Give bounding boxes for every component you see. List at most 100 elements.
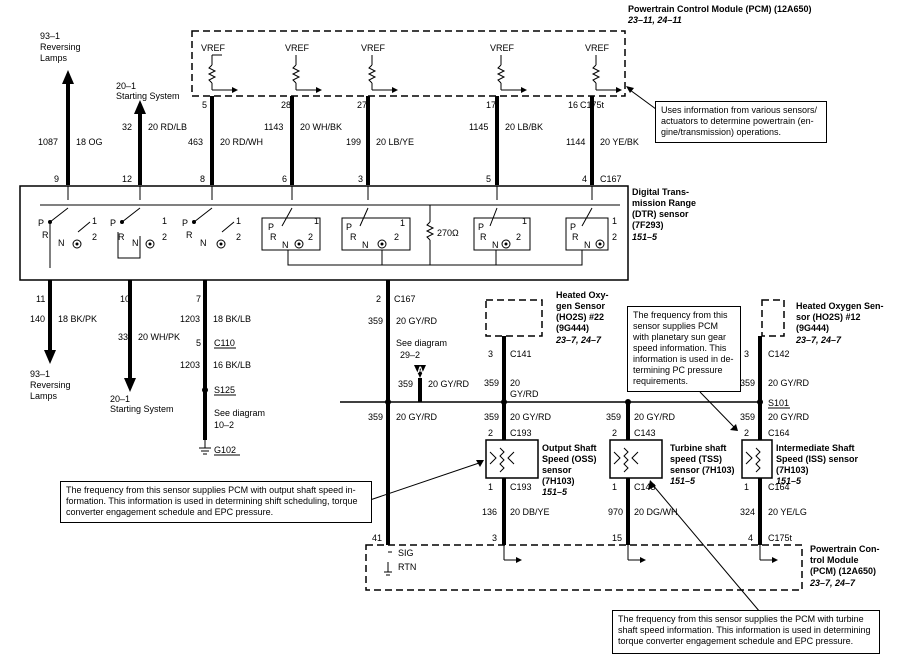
switch-r: R — [270, 232, 277, 242]
wire-color: 20 GY/RD — [428, 379, 470, 389]
wire-circuit: 1203 — [180, 360, 200, 370]
switch-r: R — [118, 232, 125, 242]
wire-color: 20 RD/LB — [148, 122, 187, 132]
dtr-switch-7: P R N 1 2 — [565, 207, 617, 251]
resistor-value: 270Ω — [437, 228, 459, 238]
wire-circuit: 359 — [368, 412, 383, 422]
pcm-bot-line3: (PCM) (12A650) — [810, 566, 876, 576]
switch-r: R — [572, 232, 579, 242]
switch-r: R — [186, 230, 193, 240]
iss-pin-bot: 1 — [744, 482, 749, 492]
wire-circuit: 1145 — [469, 122, 488, 132]
pcm-top-box — [191, 30, 626, 97]
switch-2: 2 — [308, 232, 313, 242]
wire-color: 20 YE/LG — [768, 507, 807, 517]
switch-p: P — [110, 218, 116, 228]
arrow-down-icon — [124, 378, 136, 392]
wire-circuit: 199 — [346, 137, 361, 147]
wire-color: 16 BK/LB — [213, 360, 251, 370]
pcm-pin: 5 — [202, 100, 207, 110]
pcm-top-ref: 23–11, 24–11 — [627, 15, 682, 25]
ho2s22-box — [485, 299, 543, 337]
dest-starting-bot-num: 20–1 — [110, 394, 130, 404]
switch-p: P — [38, 218, 44, 228]
wire-circuit: 359 — [398, 379, 413, 389]
oss-line4: (7H103) — [542, 476, 575, 486]
tss-conn-bot: C143 — [634, 482, 656, 492]
dtr-bottom-connector: C167 — [394, 294, 416, 304]
wire-circuit: 32 — [122, 122, 132, 132]
oss-pin-bot: 1 — [488, 482, 493, 492]
pcm-return-oss — [503, 545, 522, 563]
pcm-return-iss — [759, 545, 778, 563]
wire-circuit: 359 — [368, 316, 383, 326]
wire-circuit: 1144 — [566, 137, 585, 147]
wire-color: 18 BK/PK — [58, 314, 97, 324]
switch-n: N — [58, 238, 65, 248]
ho2s22-line2: gen Sensor — [556, 301, 606, 311]
arrow-up-icon — [62, 70, 74, 84]
wire-color: 20 LB/YE — [376, 137, 414, 147]
wire-color: 20 — [510, 378, 520, 388]
switch-2: 2 — [516, 232, 521, 242]
switch-1: 1 — [612, 216, 617, 226]
dest-starting-bot-label: Starting System — [110, 404, 174, 414]
tss-pin-bot: 1 — [612, 482, 617, 492]
wire-circuit: 359 — [484, 378, 499, 388]
dtr-bottom-pin: 11 — [36, 294, 45, 304]
wire-color: 20 WH/BK — [300, 122, 342, 132]
wire-color: 20 GY/RD — [634, 412, 676, 422]
vref-group-27: VREF — [361, 43, 398, 93]
wire-circuit: 359 — [740, 412, 755, 422]
wire-circuit: 136 — [482, 507, 497, 517]
dtr-pin: 3 — [358, 174, 363, 184]
vref-group-17: VREF — [490, 43, 527, 93]
switch-1: 1 — [162, 216, 167, 226]
wire-color: 20 GY/RD — [768, 378, 810, 388]
wire-circuit: 33 — [118, 332, 128, 342]
ho2s12-box — [761, 299, 785, 337]
switch-2: 2 — [394, 232, 399, 242]
dtr-switch-6: P R N 1 2 — [473, 207, 531, 251]
switch-r: R — [350, 232, 357, 242]
dtr-pin: 9 — [54, 174, 59, 184]
pcm-pin: 3 — [492, 533, 497, 543]
pcm-bottom-box — [365, 544, 803, 591]
wire-circuit: 359 — [606, 412, 621, 422]
switch-2: 2 — [162, 232, 167, 242]
iss-line3: (7H103) — [776, 465, 809, 475]
marker-letter: A — [417, 365, 424, 375]
switch-n: N — [362, 240, 369, 250]
connector-marker-icon — [414, 365, 426, 378]
wire-color: GY/RD — [510, 389, 539, 399]
arrow-down-icon — [44, 350, 56, 364]
dtr-switch-5: P R N 1 2 — [341, 207, 411, 251]
dest-reversing-bot-label1: Reversing — [30, 380, 71, 390]
switch-r: R — [42, 230, 49, 240]
dtr-resistor: 270Ω — [425, 205, 459, 265]
dtr-pin: 5 — [486, 174, 491, 184]
pcm-bot-line1: Powertrain Con- — [810, 544, 880, 554]
dest-reversing-bot-label2: Lamps — [30, 391, 58, 401]
dtr-pin: 4 — [582, 174, 587, 184]
ho2s12-line2: sor (HO2S) #12 — [796, 312, 861, 322]
dtr-switch-1: P R N 1 2 — [38, 207, 97, 268]
pcm-top-title: Powertrain Control Module (PCM) (12A650) — [628, 4, 812, 14]
wire-color: 20 LB/BK — [505, 122, 543, 132]
tss-sensor-box — [609, 439, 663, 479]
tss-line2: speed (TSS) — [670, 454, 722, 464]
switch-1: 1 — [522, 216, 527, 226]
wire-circuit: 359 — [484, 412, 499, 422]
switch-p: P — [478, 222, 484, 232]
wire-circuit: 1143 — [264, 122, 283, 132]
vref-label: VREF — [361, 43, 386, 53]
wire-circuit: 970 — [608, 507, 623, 517]
oss-ref: 151–5 — [542, 487, 568, 497]
iss-conn-bot: C164 — [768, 482, 790, 492]
ho2s22-line3: (HO2S) #22 — [556, 312, 604, 322]
dtr-bottom-pin: 7 — [196, 294, 201, 304]
switch-n: N — [132, 238, 139, 248]
wire-circuit: 359 — [740, 378, 755, 388]
switch-1: 1 — [92, 216, 97, 226]
